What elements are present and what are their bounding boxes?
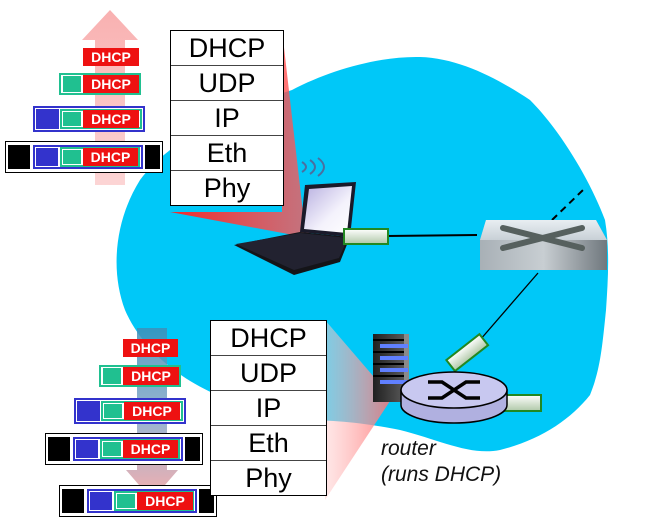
stack-layer-dhcp: DHCP: [171, 31, 283, 66]
laptop-port-icon: [343, 228, 389, 245]
eth-header: [48, 437, 70, 461]
dhcp-payload: DHCP: [124, 402, 180, 420]
server-packet-ip: DHCP: [74, 398, 186, 424]
server-protocol-stack: DHCP UDP IP Eth Phy: [210, 320, 327, 496]
stack-layer-udp: UDP: [171, 66, 283, 101]
dhcp-payload: DHCP: [83, 110, 139, 128]
link-laptop-switch: [386, 234, 478, 237]
ip-header-fill: [36, 148, 58, 166]
eth-header: [8, 145, 30, 169]
client-packet-dhcp-only: DHCP: [83, 48, 139, 66]
server-packet-dhcp-only: DHCP: [123, 339, 178, 357]
udp-header-fill: [104, 404, 122, 418]
stack-layer-ip: IP: [211, 391, 326, 426]
dhcp-payload: DHCP: [83, 75, 139, 93]
dhcp-payload: DHCP: [123, 440, 178, 458]
dhcp-payload: DHCP: [83, 148, 138, 166]
server-stack-beam: [325, 320, 392, 500]
ip-header-fill: [76, 440, 98, 458]
stack-layer-phy: Phy: [203, 172, 251, 203]
stack-layer-eth: Eth: [211, 426, 326, 461]
server-packet-eth: DHCP: [45, 433, 203, 465]
router-port-upper-icon: [444, 332, 490, 373]
eth-trailer: [145, 145, 160, 169]
udp-header-fill: [63, 76, 81, 92]
client-packet-eth: DHCP: [5, 141, 163, 173]
eth-trailer: [185, 437, 200, 461]
laptop-icon: [234, 157, 356, 275]
router-label-line2: (runs DHCP): [381, 463, 502, 486]
switch-icon: [480, 220, 607, 270]
stack-layer-udp: UDP: [211, 356, 326, 391]
router-icon: [400, 371, 508, 424]
ip-header-fill: [36, 109, 59, 129]
dhcp-payload: DHCP: [123, 367, 179, 385]
client-protocol-stack: DHCP UDP IP Eth Phy: [170, 30, 284, 206]
ip-header-fill: [77, 401, 100, 421]
router-label: router (runs DHCP): [381, 436, 501, 488]
link-switch-router: [479, 272, 539, 341]
udp-header-fill: [117, 494, 135, 508]
stack-layer-phy: Phy: [245, 462, 292, 493]
server-packet-eth-outgoing: DHCP: [59, 485, 217, 517]
stack-layer-eth: Eth: [171, 136, 283, 171]
stack-layer-ip: IP: [171, 101, 283, 136]
udp-header-fill: [103, 368, 121, 384]
server-packet-udp: DHCP: [99, 365, 181, 387]
router-label-line1: router: [381, 437, 436, 460]
udp-header-fill: [103, 442, 121, 456]
dhcp-payload: DHCP: [137, 492, 193, 510]
eth-header: [62, 489, 84, 513]
client-packet-udp: DHCP: [59, 73, 141, 95]
ip-header-fill: [90, 492, 112, 510]
udp-header-fill: [63, 112, 81, 126]
router-port-right-icon: [504, 394, 542, 412]
udp-header-fill: [63, 150, 81, 164]
client-packet-ip: DHCP: [33, 106, 145, 132]
stack-layer-dhcp: DHCP: [211, 321, 326, 356]
